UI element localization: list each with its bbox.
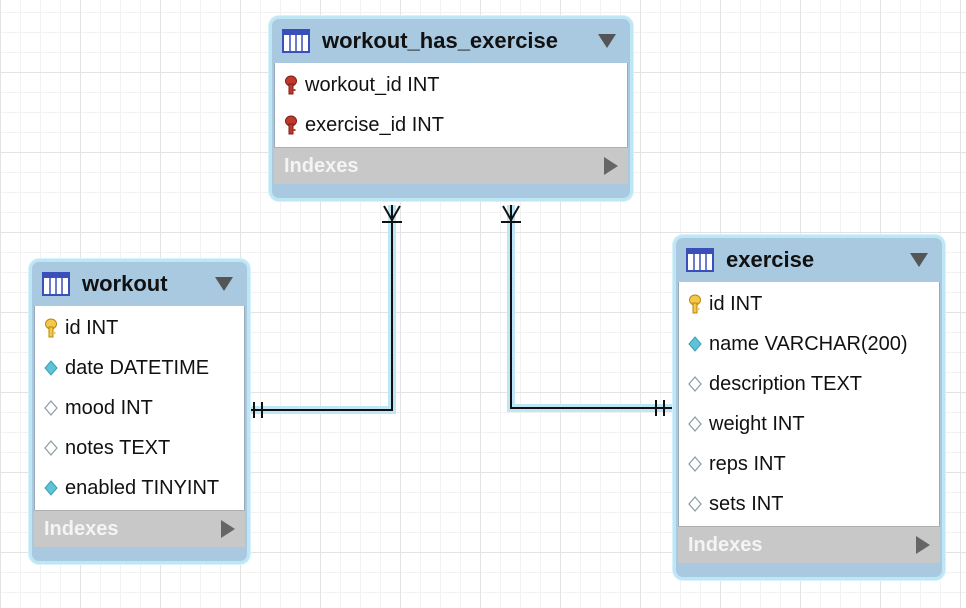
table-title: workout: [82, 271, 168, 296]
hollow-diamond-icon: [688, 376, 702, 392]
table-title: workout_has_exercise: [322, 28, 559, 53]
hollow-diamond-icon: [688, 416, 702, 432]
hollow-diamond-icon: [44, 440, 58, 456]
column-row[interactable]: name VARCHAR(200): [679, 324, 939, 364]
indexes-label: Indexes: [688, 533, 763, 556]
table-header[interactable]: workout: [32, 262, 247, 306]
column-row[interactable]: workout_id INT: [275, 65, 627, 105]
primary-key-icon: [689, 294, 701, 314]
column-label: id INT: [65, 316, 119, 339]
indexes-label: Indexes: [284, 154, 359, 177]
column-list: id INT date DATETIME mood INT notes TEXT ena…: [34, 306, 245, 510]
cardinality-one-mark-exercise: [655, 400, 665, 416]
column-row[interactable]: description TEXT: [679, 364, 939, 404]
table-footer: [676, 563, 942, 577]
hollow-diamond-icon: [688, 496, 702, 512]
column-list: workout_id INT exercise_id INT: [274, 63, 628, 147]
indexes-section[interactable]: Indexes: [274, 147, 628, 184]
triangle-right-icon[interactable]: [604, 157, 618, 175]
table-header[interactable]: workout_has_exercise: [272, 19, 630, 63]
column-label: workout_id INT: [305, 73, 440, 96]
column-label: mood INT: [65, 396, 153, 419]
table-icon: [686, 248, 714, 272]
triangle-down-icon[interactable]: [598, 34, 616, 48]
hollow-diamond-icon: [44, 400, 58, 416]
column-row[interactable]: sets INT: [679, 484, 939, 524]
column-list: id INT name VARCHAR(200) description TEXT w…: [678, 282, 940, 526]
column-label: notes TEXT: [65, 436, 171, 459]
foreign-key-icon: [285, 115, 297, 135]
hollow-diamond-icon: [688, 456, 702, 472]
table-footer: [272, 184, 630, 198]
column-label: id INT: [709, 292, 763, 315]
column-row[interactable]: date DATETIME: [35, 348, 244, 388]
relationship-exercise-to-junction[interactable]: [501, 205, 677, 416]
column-row[interactable]: exercise_id INT: [275, 105, 627, 145]
table-workout[interactable]: workout id INT date DATETIME mood INT notes…: [29, 259, 250, 564]
table-footer: [32, 547, 247, 561]
column-label: exercise_id INT: [305, 113, 444, 136]
cardinality-many-mark-workout-has-exercise-right: [501, 205, 521, 223]
column-label: reps INT: [709, 452, 786, 475]
cardinality-many-mark-workout-has-exercise-left: [382, 205, 402, 223]
column-label: description TEXT: [709, 372, 863, 395]
column-row[interactable]: notes TEXT: [35, 428, 244, 468]
relationship-workout-to-junction[interactable]: [246, 205, 402, 418]
indexes-section[interactable]: Indexes: [34, 510, 245, 547]
table-header[interactable]: exercise: [676, 238, 942, 282]
column-row[interactable]: enabled TINYINT: [35, 468, 244, 508]
column-row[interactable]: reps INT: [679, 444, 939, 484]
filled-diamond-icon: [44, 360, 58, 376]
table-icon: [282, 29, 310, 53]
triangle-right-icon[interactable]: [221, 520, 235, 538]
indexes-section[interactable]: Indexes: [678, 526, 940, 563]
column-row[interactable]: weight INT: [679, 404, 939, 444]
indexes-label: Indexes: [44, 517, 119, 540]
filled-diamond-icon: [44, 480, 58, 496]
primary-key-icon: [45, 318, 57, 338]
column-label: sets INT: [709, 492, 784, 515]
triangle-down-icon[interactable]: [215, 277, 233, 291]
table-icon: [42, 272, 70, 296]
cardinality-one-mark-workout: [253, 402, 263, 418]
column-label: date DATETIME: [65, 356, 210, 379]
column-row[interactable]: mood INT: [35, 388, 244, 428]
triangle-down-icon[interactable]: [910, 253, 928, 267]
column-label: name VARCHAR(200): [709, 332, 908, 355]
filled-diamond-icon: [688, 336, 702, 352]
column-label: weight INT: [709, 412, 805, 435]
column-row[interactable]: id INT: [35, 308, 244, 348]
column-label: enabled TINYINT: [65, 476, 220, 499]
triangle-right-icon[interactable]: [916, 536, 930, 554]
table-title: exercise: [726, 247, 815, 272]
column-row[interactable]: id INT: [679, 284, 939, 324]
table-workout-has-exercise[interactable]: workout_has_exercise workout_id INT exerc…: [269, 16, 633, 201]
foreign-key-icon: [285, 75, 297, 95]
table-exercise[interactable]: exercise id INT name VARCHAR(200) descript…: [673, 235, 945, 580]
